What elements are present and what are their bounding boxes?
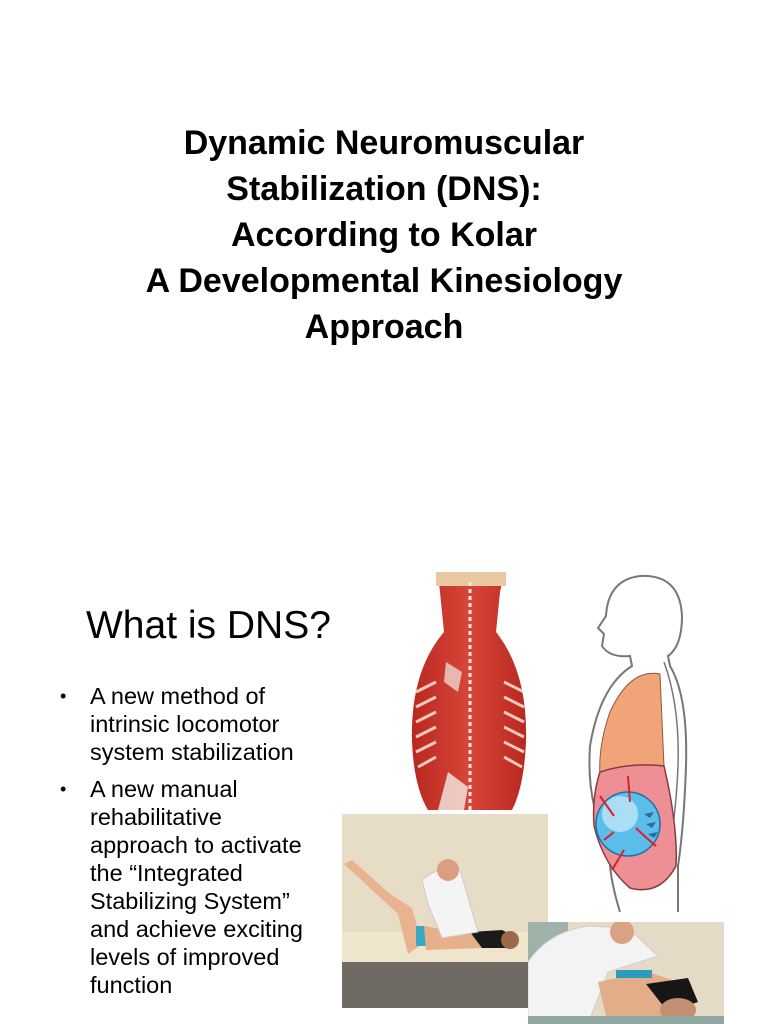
bullet-line: levels of improved (90, 944, 280, 970)
title-line: According to Kolar (230, 216, 538, 254)
title-line: Stabilization (DNS): (226, 170, 542, 208)
trunk-pressure-diagram (570, 566, 698, 912)
slide-2-heading: What is DNS? (86, 604, 331, 647)
title-line: Approach (304, 308, 464, 346)
bullet-line: A new method of (90, 683, 266, 709)
bullet-item: • A new method of intrinsic locomotor sy… (60, 682, 360, 766)
bullet-line: the “Integrated (90, 860, 243, 886)
bullet-dot-icon: • (60, 686, 67, 706)
bullet-line: system stabilization (90, 739, 294, 765)
bullet-line: function (90, 972, 173, 998)
title-line: Dynamic Neuromuscular (183, 124, 585, 162)
title-line: A Developmental Kinesiology (145, 262, 623, 300)
slide-1-title: Dynamic Neuromuscular Stabilization (DNS… (0, 120, 768, 350)
therapist-side-lying-photo (528, 922, 724, 1024)
bullet-line: and achieve exciting (90, 916, 303, 942)
therapist-leg-exercise-photo (342, 814, 548, 1008)
bullet-line: A new manual (90, 776, 238, 802)
bullet-dot-icon: • (60, 779, 67, 799)
bullet-line: intrinsic locomotor (90, 711, 280, 737)
bullet-list: • A new method of intrinsic locomotor sy… (60, 682, 360, 1008)
bullet-item: • A new manual rehabilitative approach t… (60, 775, 360, 999)
back-muscles-anatomy-illustration (408, 572, 532, 810)
bullet-line: rehabilitative (90, 804, 222, 830)
bullet-line: Stabilizing System” (90, 888, 290, 914)
bullet-line: approach to activate (90, 832, 302, 858)
